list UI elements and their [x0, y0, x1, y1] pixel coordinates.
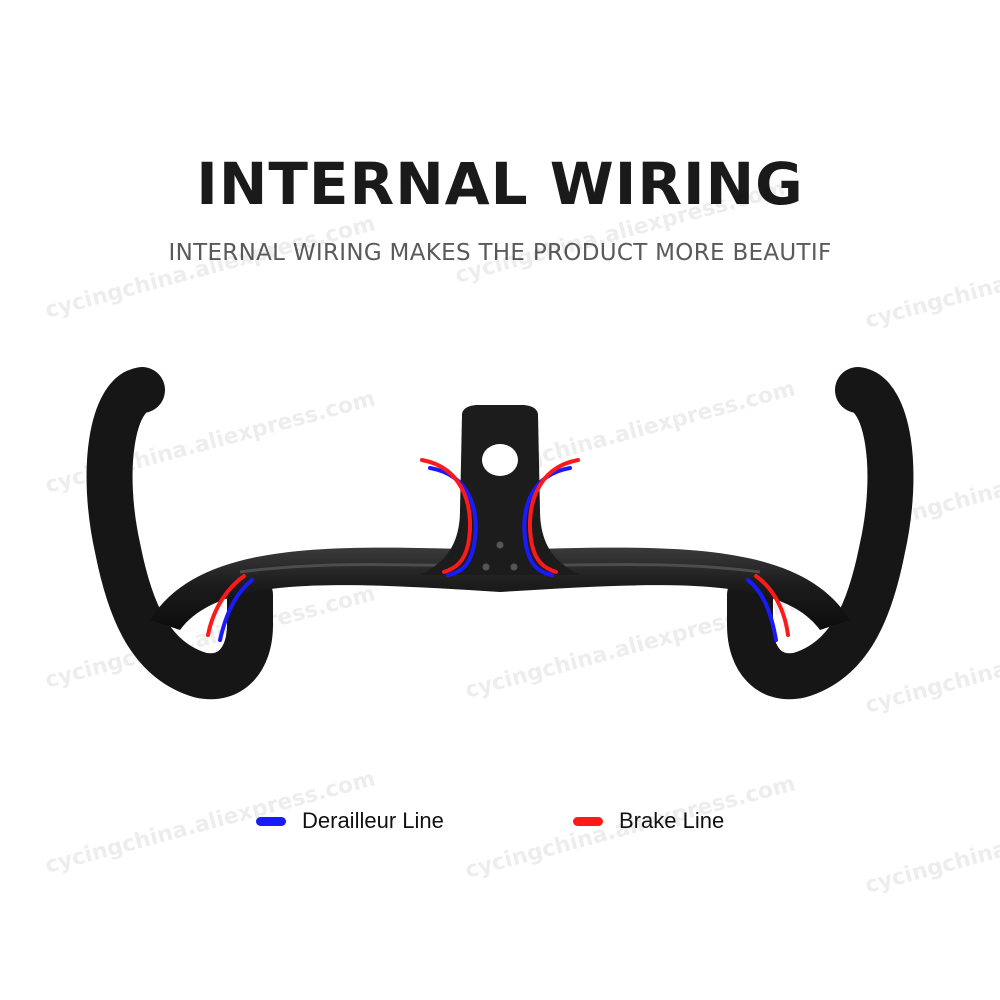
left-drop [86, 367, 273, 700]
page-title: INTERNAL WIRING [196, 150, 804, 218]
stem [420, 405, 580, 575]
derailleur-line [746, 578, 778, 642]
wiring-legend: Derailleur Line Brake Line [0, 808, 1000, 848]
derailleur-line [218, 578, 254, 642]
legend-label: Brake Line [619, 808, 725, 833]
main-bar [150, 547, 850, 630]
brake-swatch [573, 816, 603, 826]
page-subtitle: INTERNAL WIRING MAKES THE PRODUCT MORE B… [168, 240, 832, 266]
derailleur-swatch [256, 816, 286, 826]
legend-item-derailleur: Derailleur Line [256, 808, 444, 834]
right-drop [727, 367, 914, 700]
watermark: cycingchina.aliexpress.com [42, 211, 379, 324]
legend-label: Derailleur Line [302, 808, 444, 833]
brake-line [754, 574, 790, 637]
brake-line [527, 458, 580, 574]
watermark: cycingchina.aliexpress.com [862, 221, 1000, 334]
stem-clamp-hole [482, 444, 518, 476]
brake-line [206, 574, 246, 637]
handlebar-image [86, 367, 914, 700]
legend-item-brake: Brake Line [573, 808, 724, 834]
brake-line [420, 458, 473, 574]
